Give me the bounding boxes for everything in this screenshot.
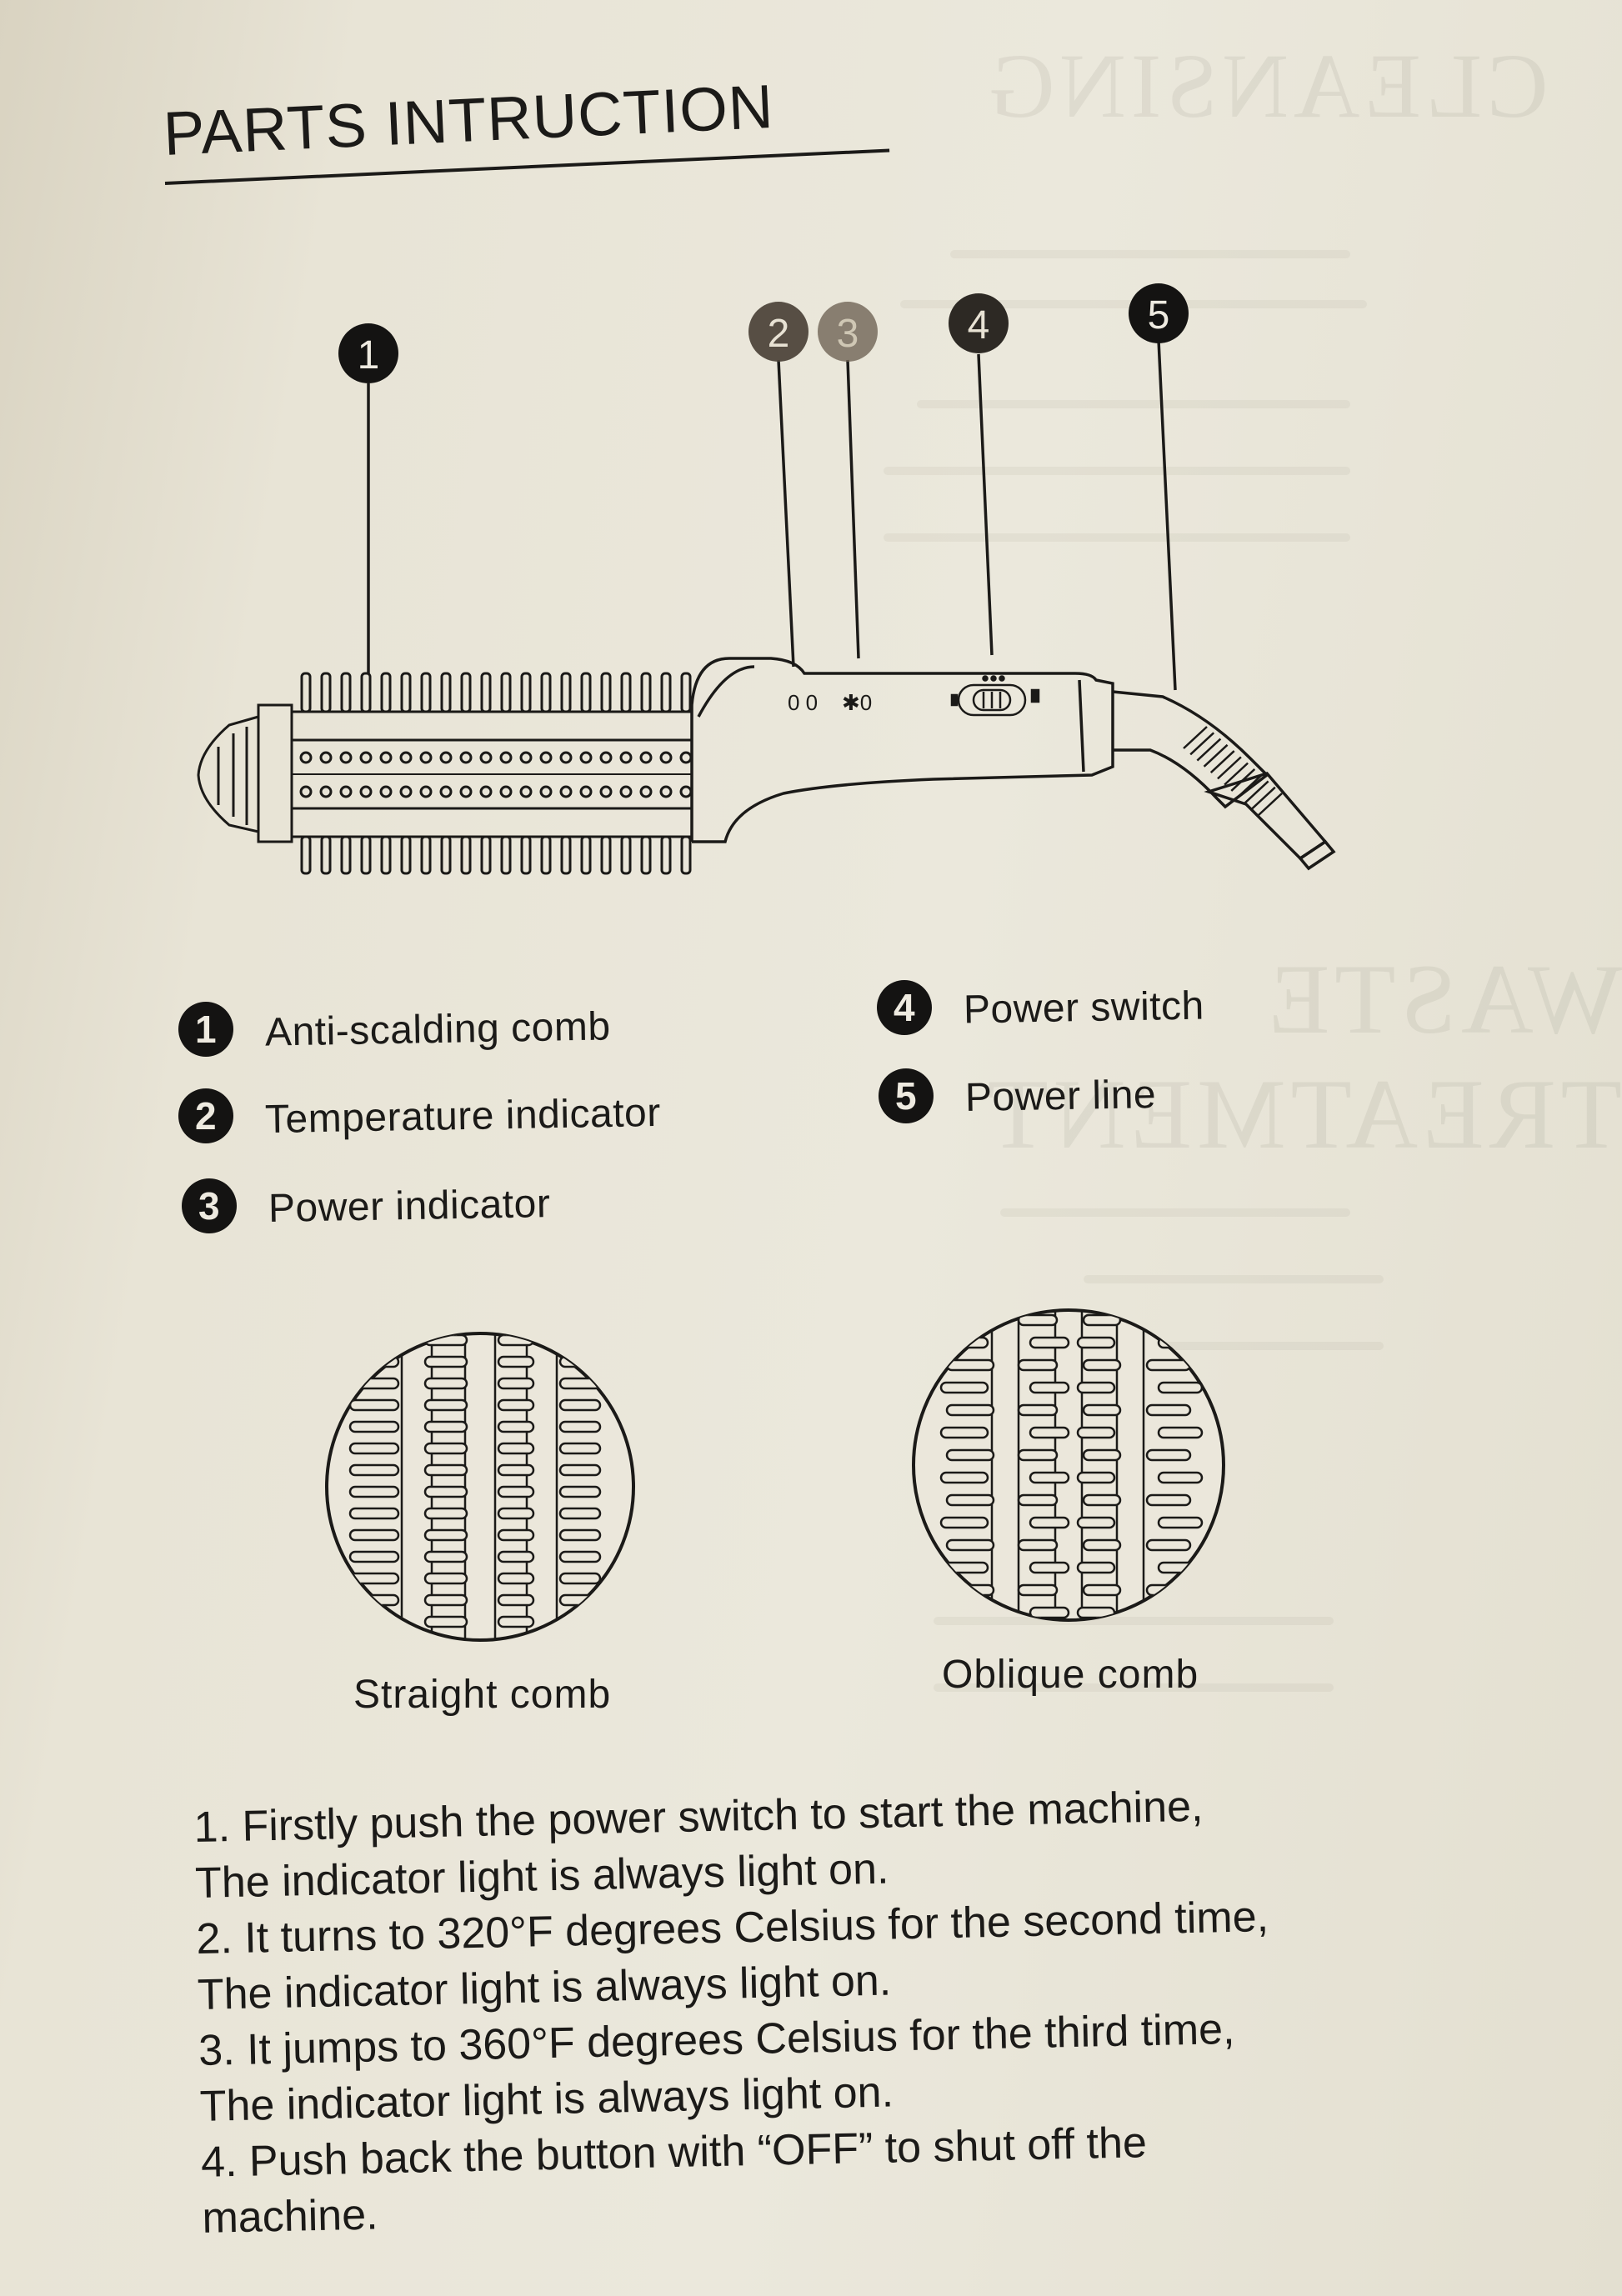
leader-lines bbox=[367, 339, 1177, 691]
legend-number-badge: 5 bbox=[879, 1068, 934, 1123]
legend-number-badge: 4 bbox=[877, 980, 932, 1035]
bleed-through-line bbox=[934, 1683, 1334, 1692]
power-line-drawing bbox=[1183, 726, 1283, 816]
legend-number-badge: 1 bbox=[178, 1002, 233, 1057]
anti-scalding-comb-drawing bbox=[290, 672, 693, 875]
lock-symbol-marking: ✱0 bbox=[842, 690, 872, 715]
straight-comb-illustration bbox=[325, 1332, 635, 1642]
straight-comb-caption: Straight comb bbox=[353, 1673, 612, 1717]
callout-2: 2 bbox=[748, 302, 808, 362]
legend-label: Temperature indicator bbox=[264, 1090, 662, 1142]
callout-5: 5 bbox=[1129, 283, 1189, 343]
handle-drawing bbox=[690, 657, 1336, 871]
oblique-comb-illustration bbox=[912, 1308, 1225, 1622]
legend-item-power-indicator: 3 Power indicator bbox=[182, 1178, 551, 1233]
legend-label: Power switch bbox=[963, 983, 1205, 1033]
bleed-through-line bbox=[934, 1617, 1334, 1625]
usage-instructions: 1. Firstly push the power switch to star… bbox=[193, 1772, 1569, 2247]
power-switch-drawing bbox=[950, 675, 1040, 717]
bleed-through-line bbox=[1000, 1208, 1350, 1217]
bleed-through-line bbox=[884, 533, 1350, 542]
svg-text:2: 2 bbox=[768, 312, 790, 356]
bleed-through-line bbox=[1084, 1275, 1384, 1283]
callout-3: 3 bbox=[818, 302, 878, 362]
legend-item-power-line: 5 Power line bbox=[879, 1068, 1157, 1123]
legend-number-badge: 3 bbox=[182, 1178, 237, 1233]
legend-item-temperature-indicator: 2 Temperature indicator bbox=[178, 1088, 661, 1143]
legend-item-power-switch: 4 Power switch bbox=[877, 980, 1204, 1035]
bleed-through-line bbox=[917, 400, 1350, 408]
legend-number-badge: 2 bbox=[178, 1088, 233, 1143]
legend-label: Power line bbox=[964, 1072, 1157, 1120]
bleed-through-line bbox=[884, 467, 1350, 475]
svg-text:3: 3 bbox=[837, 312, 859, 356]
brush-tip bbox=[197, 703, 293, 843]
svg-text:5: 5 bbox=[1148, 293, 1170, 338]
legend-label: Anti-scalding comb bbox=[264, 1003, 611, 1055]
svg-text:4: 4 bbox=[968, 303, 990, 348]
oblique-comb-caption: Oblique comb bbox=[942, 1653, 1199, 1697]
indicator-lights-marking: 0 0 bbox=[788, 690, 818, 715]
bleed-through-line bbox=[950, 250, 1350, 258]
callout-4: 4 bbox=[949, 293, 1009, 353]
legend-label: Power indicator bbox=[268, 1181, 551, 1231]
svg-text:1: 1 bbox=[358, 333, 380, 378]
bleed-through-line bbox=[1084, 1342, 1384, 1350]
legend-item-anti-scalding-comb: 1 Anti-scalding comb bbox=[178, 1002, 611, 1057]
callout-1: 1 bbox=[338, 323, 398, 383]
